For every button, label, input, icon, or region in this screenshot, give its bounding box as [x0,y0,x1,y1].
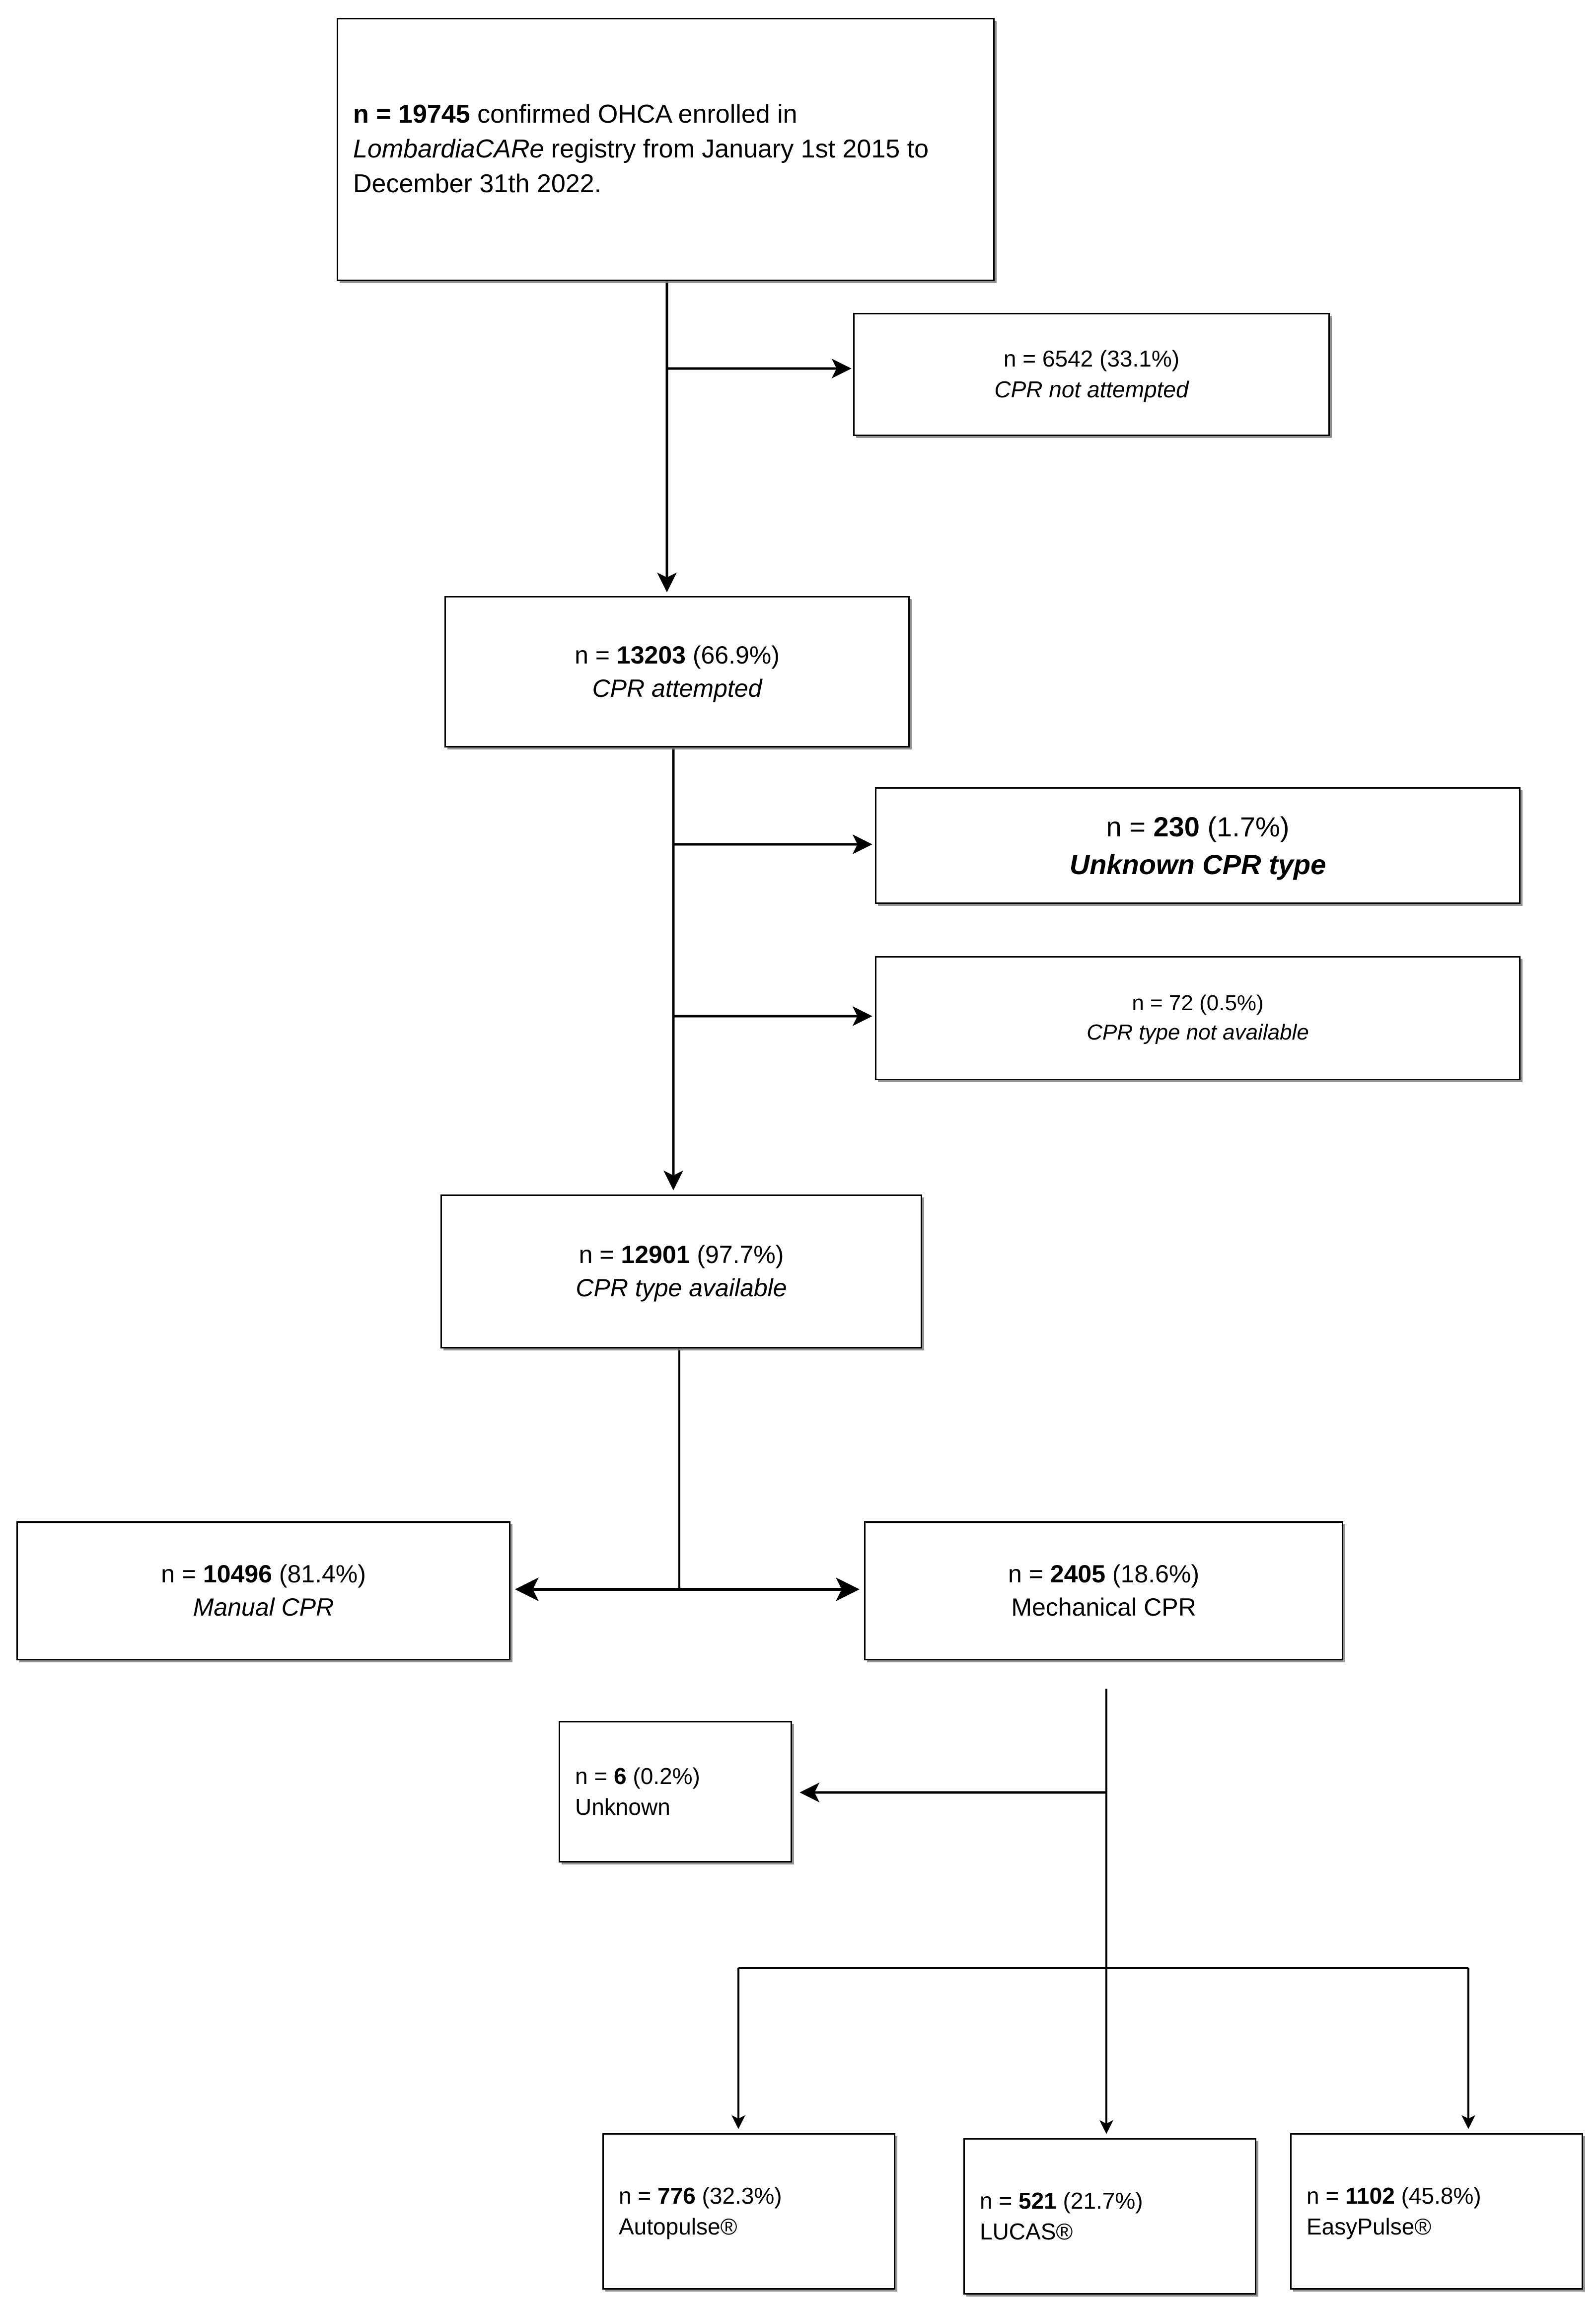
node-unknown-cpr-type-label: Unknown CPR type [1069,848,1326,880]
node-cpr-attempted: n = 13203 (66.9%) CPR attempted [444,596,910,747]
node-manual-cpr-label: Manual CPR [193,1593,334,1621]
node-cpr-not-attempted-label: CPR not attempted [994,376,1189,402]
node-easypulse-label: EasyPulse® [1306,2213,1432,2239]
node-easypulse: n = 1102 (45.8%) EasyPulse® [1290,2133,1583,2290]
node-cpr-type-not-available: n = 72 (0.5%) CPR type not available [875,956,1521,1080]
node-unknown-cpr-type: n = 230 (1.7%) Unknown CPR type [875,787,1521,904]
node-cpr-attempted-label: CPR attempted [592,674,762,702]
node-cpr-attempted-count: n = 13203 (66.9%) [575,641,780,669]
node-mechanical-cpr: n = 2405 (18.6%) Mechanical CPR [864,1521,1343,1660]
node-unknown-device-label: Unknown [575,1793,670,1820]
node-lucas: n = 521 (21.7%) LUCAS® [963,2138,1256,2295]
node-manual-cpr: n = 10496 (81.4%) Manual CPR [16,1521,510,1660]
node-enrolled-count: n = 19745 [353,100,470,129]
node-unknown-device-count: n = 6 (0.2%) [575,1763,700,1789]
node-cpr-not-attempted-count: n = 6542 (33.1%) [1003,346,1180,372]
node-unknown-device: n = 6 (0.2%) Unknown [559,1721,792,1862]
node-enrolled-registry: LombardiaCARe [353,135,544,164]
node-lucas-label: LUCAS® [980,2218,1073,2244]
node-cpr-type-available-label: CPR type available [576,1274,787,1302]
node-mechanical-cpr-label: Mechanical CPR [1011,1593,1196,1621]
node-manual-cpr-count: n = 10496 (81.4%) [161,1560,366,1588]
node-enrolled: n = 19745 confirmed OHCA enrolled in Lom… [337,18,995,281]
node-unknown-cpr-type-count: n = 230 (1.7%) [1106,811,1290,843]
node-enrolled-text: n = 19745 confirmed OHCA enrolled in Lom… [353,97,978,201]
node-autopulse-count: n = 776 (32.3%) [619,2182,782,2209]
node-cpr-not-attempted: n = 6542 (33.1%) CPR not attempted [853,313,1330,436]
node-easypulse-count: n = 1102 (45.8%) [1306,2182,1481,2209]
node-autopulse-label: Autopulse® [619,2213,737,2239]
node-enrolled-text-a: confirmed OHCA enrolled in [470,100,798,129]
node-cpr-type-not-available-count: n = 72 (0.5%) [1132,991,1264,1016]
node-cpr-type-available-count: n = 12901 (97.7%) [579,1241,784,1268]
node-lucas-count: n = 521 (21.7%) [980,2187,1143,2214]
node-mechanical-cpr-count: n = 2405 (18.6%) [1008,1560,1199,1588]
node-autopulse: n = 776 (32.3%) Autopulse® [602,2133,895,2290]
node-cpr-type-not-available-label: CPR type not available [1087,1020,1309,1044]
node-cpr-type-available: n = 12901 (97.7%) CPR type available [440,1194,922,1348]
node-enrolled-text-b: registry from January 1st 2015 to Decemb… [353,135,929,198]
